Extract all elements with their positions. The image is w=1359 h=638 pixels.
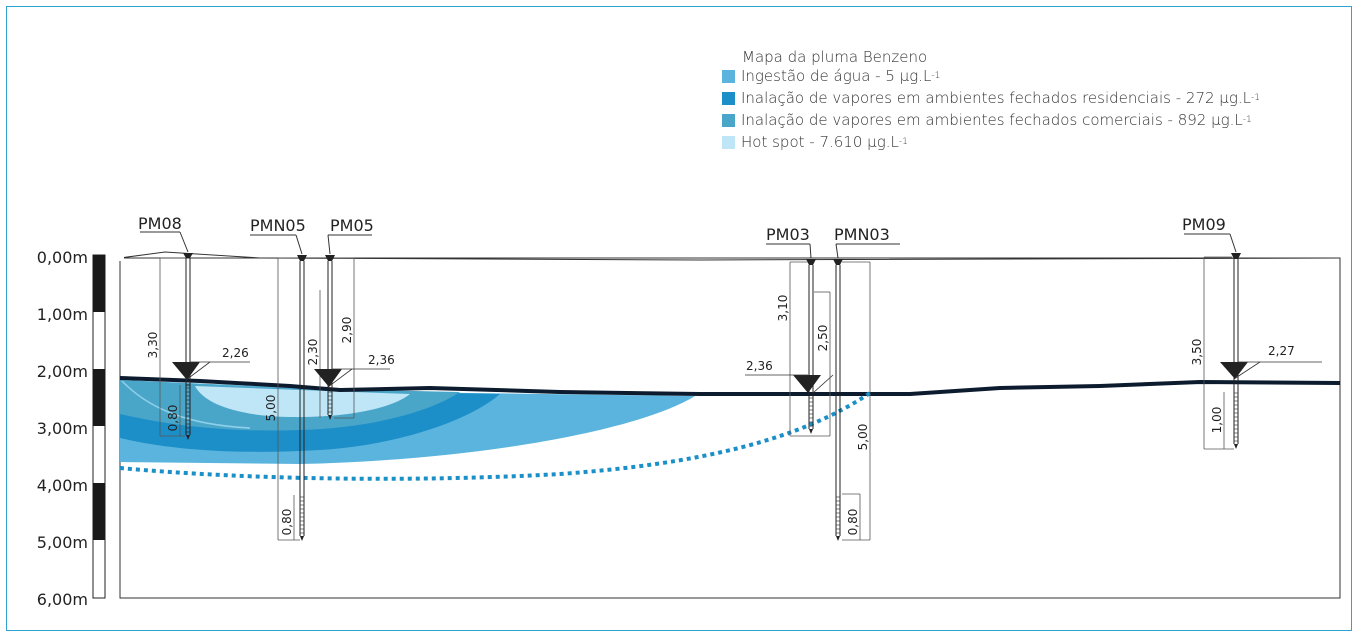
dim-label: 3,10 [776,295,790,322]
ground-surface [119,251,1341,261]
well-label-pmn03: PMN03 [834,225,890,244]
depth-label: 2,00m [37,362,88,381]
legend-label: Inalação de vapores em ambientes fechado… [741,111,1243,129]
legend-label: Hot spot - 7.610 μg.L [741,133,899,151]
dim-label: 2,36 [746,359,773,373]
dim-label: 2,36 [368,353,395,367]
dim-label: 2,26 [222,346,249,360]
dim-label: 2,50 [816,325,830,352]
depth-label: 1,00m [37,305,88,324]
dim-label: 2,30 [306,339,320,366]
depth-label: 3,00m [37,419,88,438]
legend-item-comercial: Inalação de vapores em ambientes fechado… [722,111,1252,129]
legend-swatch [722,135,735,149]
well-pm09: PM09 3,50 1,00 2,27 [1182,215,1322,450]
well-pm03: PM03 3,10 2,36 [745,225,834,437]
benzene-plume [120,380,695,464]
well-label-pm03: PM03 [766,225,810,244]
dim-label: 2,27 [1268,344,1295,358]
well-label-pm09: PM09 [1182,215,1226,234]
dim-label: 3,50 [1190,339,1204,366]
dim-label: 0,80 [280,509,294,536]
water-level-marker [172,362,200,380]
dim-label: 2,90 [340,317,354,344]
water-level-marker [793,375,821,393]
legend-label: Ingestão de água - 5 μg.L [741,67,932,85]
legend-item-residencial: Inalação de vapores em ambientes fechado… [722,89,1260,107]
legend-label: Inalação de vapores em ambientes fechado… [741,89,1251,107]
plume-hotspot [195,386,410,418]
dim-label: 0,80 [846,509,860,536]
depth-label: 4,00m [37,476,88,495]
dim-label: 0,80 [166,405,180,432]
well-pm05: PM05 2,30 2,90 2,36 [306,216,395,420]
well-label-pmn05: PMN05 [250,216,306,235]
dim-label: 5,00 [856,424,870,451]
legend-item-ingestao: Ingestão de água - 5 μg.L-1 [722,67,940,85]
legend-swatch [722,69,735,83]
legend-swatch [722,91,735,105]
dim-label: 1,00 [1210,407,1224,434]
plume-limit-dotted [119,391,872,481]
depth-label: 6,00m [37,590,88,609]
legend-item-hotspot: Hot spot - 7.610 μg.L-1 [722,133,908,151]
water-level-marker [314,369,342,387]
legend-title: Mapa da pluma Benzeno [742,48,928,66]
legend-swatch [722,113,735,127]
well-pmn05: PMN05 5,00 0,80 [250,216,307,541]
depth-label: 0,00m [37,248,88,267]
well-pm08: PM08 3,30 0,80 2,26 [138,214,250,440]
figure-frame [6,6,1352,631]
well-label-pm05: PM05 [330,216,374,235]
water-table [119,376,1341,396]
dim-label: 3,30 [146,332,160,359]
depth-label: 5,00m [37,533,88,552]
depth-scale: 0,00m 1,00m 2,00m 3,00m 4,00m 5,00m 6,00… [37,248,106,609]
dim-label: 5,00 [264,395,278,422]
water-level-marker [1220,362,1248,379]
well-pmn03: PMN03 2,50 5,00 0,80 [814,225,900,541]
well-label-pm08: PM08 [138,214,182,233]
